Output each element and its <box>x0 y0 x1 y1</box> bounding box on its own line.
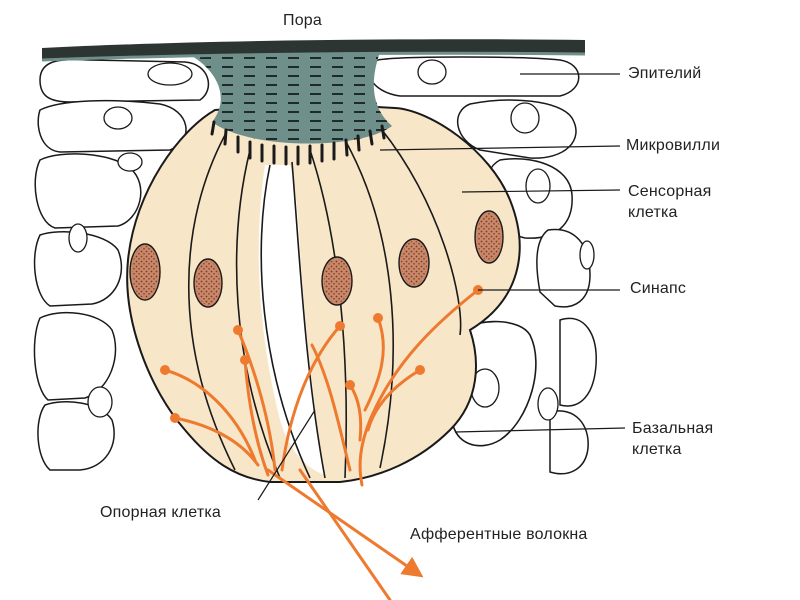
label-support-cell: Опорная клетка <box>100 504 222 521</box>
label-sensory-cell-line2: клетка <box>628 204 678 221</box>
label-microvilli: Микровилли <box>626 137 721 154</box>
pore-region <box>185 52 392 144</box>
label-sensory-cell-line1: Сенсорная <box>628 183 712 200</box>
label-pore: Пора <box>283 12 322 29</box>
label-basal-cell-line2: клетка <box>632 441 682 458</box>
label-afferent-fibers: Афферентные волокна <box>410 526 588 543</box>
label-basal-cell-line1: Базальная <box>632 420 714 437</box>
synapse-endings <box>160 285 483 423</box>
nucleus-dots <box>132 213 501 305</box>
leader-lines <box>257 73 626 501</box>
microvilli <box>210 120 386 166</box>
label-synapse: Синапс <box>630 280 687 297</box>
label-epithelium: Эпителий <box>628 65 702 82</box>
surface-layer <box>41 39 586 62</box>
taste-bud-body <box>126 105 521 483</box>
surrounding-cell-nuclei <box>68 59 595 421</box>
label-sensory-cell: Сенсорная клетка <box>628 181 711 223</box>
label-basal-cell: Базальная клетка <box>632 418 713 460</box>
afferent-fibers <box>163 288 480 600</box>
